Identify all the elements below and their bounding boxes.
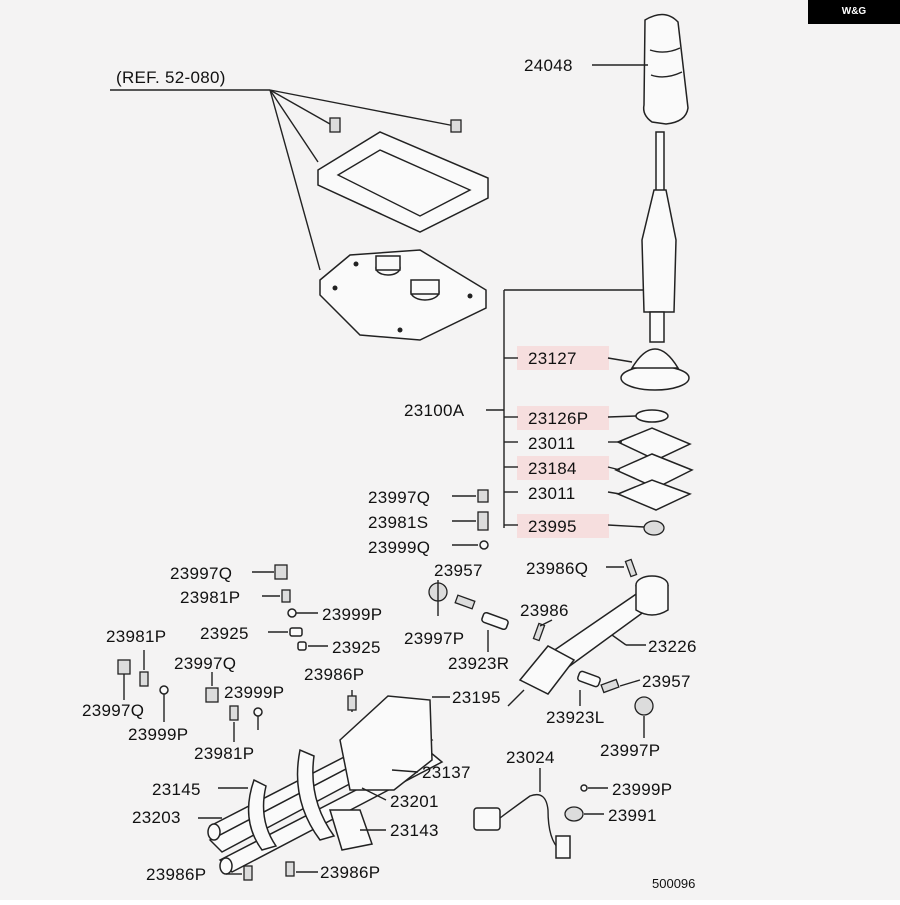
callout-23201: 23201 xyxy=(390,792,439,811)
shift-boot-plate xyxy=(319,249,487,341)
callout-23981p: 23981P xyxy=(180,588,240,607)
shift-lever-group xyxy=(614,13,694,536)
boot-retainer-plate xyxy=(317,131,489,233)
shift-forks-group xyxy=(198,690,450,881)
callout-23997q: 23997Q xyxy=(170,564,232,583)
plate-middle xyxy=(614,453,694,489)
callout-23145: 23145 xyxy=(152,780,201,799)
highlight-23184 xyxy=(517,456,609,480)
callout-23011-upper: 23011 xyxy=(528,434,576,453)
highlight-23995 xyxy=(517,514,609,538)
sensor-body xyxy=(555,835,571,859)
callout-23986q: 23986Q xyxy=(526,559,588,578)
callout-23999p: 23999P xyxy=(612,780,672,799)
sensor-group xyxy=(473,768,608,859)
highlight-23127 xyxy=(517,346,609,370)
bolt-icon xyxy=(450,119,462,133)
sensor-connector xyxy=(473,807,501,831)
gasket-lower xyxy=(616,479,692,511)
callout-23986: 23986 xyxy=(520,601,569,620)
reference-label: (REF. 52-080) xyxy=(116,68,226,87)
callout-23981p: 23981P xyxy=(194,744,254,763)
callout-23997q: 23997Q xyxy=(368,488,430,507)
callout-23127: 23127 xyxy=(528,349,577,368)
brand-logo: W&G xyxy=(808,0,900,24)
lever-shaft xyxy=(655,131,665,193)
gasket-upper xyxy=(616,427,692,461)
callout-23957: 23957 xyxy=(642,672,691,691)
callout-23137: 23137 xyxy=(422,763,471,782)
callout-23925: 23925 xyxy=(200,624,249,643)
bolt-icon xyxy=(329,117,341,133)
callout-23925: 23925 xyxy=(332,638,381,657)
callout-23997p: 23997P xyxy=(404,629,464,648)
callout-23226: 23226 xyxy=(648,637,697,656)
bushing xyxy=(643,520,665,536)
callout-23923r: 23923R xyxy=(448,654,509,673)
callout-23126p: 23126P xyxy=(528,409,588,428)
callout-23986p: 23986P xyxy=(146,865,206,884)
callout-23986p: 23986P xyxy=(304,665,364,684)
callout-23991: 23991 xyxy=(608,806,657,825)
lever-grip xyxy=(641,189,677,313)
callout-23024: 23024 xyxy=(506,748,555,767)
callout-23981p: 23981P xyxy=(106,627,166,646)
fasteners-middle xyxy=(117,489,489,742)
callout-23957: 23957 xyxy=(434,561,483,580)
boot-plate-group xyxy=(110,89,489,341)
fork-upper xyxy=(339,695,433,791)
callout-23100a: 23100A xyxy=(404,401,465,420)
lever-housing-base xyxy=(620,365,690,391)
washer xyxy=(635,409,669,423)
callout-23011-lower: 23011 xyxy=(528,484,576,503)
callout-23986p: 23986P xyxy=(320,863,380,882)
callout-23184: 23184 xyxy=(528,459,577,478)
callout-23203: 23203 xyxy=(132,808,181,827)
highlight-23126p xyxy=(517,406,609,430)
callout-23143: 23143 xyxy=(390,821,439,840)
callout-23997p: 23997P xyxy=(600,741,660,760)
callout-23923l: 23923L xyxy=(546,708,605,727)
callout-23997q: 23997Q xyxy=(174,654,236,673)
shift-knob xyxy=(642,13,689,125)
callout-23999p: 23999P xyxy=(224,683,284,702)
callout-23995: 23995 xyxy=(528,517,577,536)
callout-24048: 24048 xyxy=(524,56,573,75)
fork-lower xyxy=(247,778,278,851)
callout-23981s: 23981S xyxy=(368,513,428,532)
callout-23997q: 23997Q xyxy=(82,701,144,720)
fork-middle xyxy=(296,748,336,841)
leader-lines-right xyxy=(486,64,648,528)
callout-23999p: 23999P xyxy=(128,725,188,744)
shift-rod-group xyxy=(428,558,669,738)
callout-23195: 23195 xyxy=(452,688,501,707)
callout-23999p: 23999P xyxy=(322,605,382,624)
diagram-id: 500096 xyxy=(652,876,695,891)
callout-23999q: 23999Q xyxy=(368,538,430,557)
